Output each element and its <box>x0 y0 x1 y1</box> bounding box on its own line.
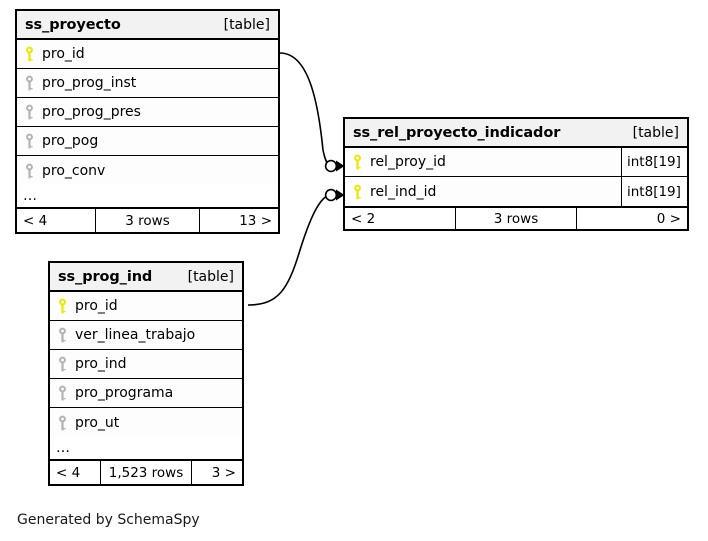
footer-prev-link[interactable]: < 2 <box>351 210 376 227</box>
indexed-key-icon <box>59 327 66 343</box>
relationship-edge-proyecto-rel-proy-id <box>279 52 345 173</box>
column-name-label: rel_proy_id <box>370 154 446 170</box>
indexed-key-icon <box>59 415 66 430</box>
primary-key-icon <box>26 46 33 62</box>
footer-row-count: 3 rows <box>455 208 577 229</box>
column-name-label: pro_pog <box>42 133 99 149</box>
column-name-cell: pro_prog_inst <box>17 69 278 97</box>
column-name-cell: rel_ind_id <box>345 177 621 206</box>
column-name-label: ver_linea_trabajo <box>75 327 196 343</box>
table-type-tag: [table] <box>223 16 270 33</box>
column-name-label: pro_id <box>75 298 118 314</box>
table-row[interactable]: rel_ind_id int8[19] <box>345 177 687 206</box>
column-name-cell: ver_linea_trabajo <box>50 321 242 349</box>
table-header-ss-prog-ind: ss_prog_ind [table] <box>50 263 242 292</box>
column-name-cell: rel_proy_id <box>345 148 621 176</box>
table-node-ss-proyecto[interactable]: ss_proyecto [table] pro_id pro_prog_inst <box>15 9 280 234</box>
table-title: ss_prog_ind <box>58 268 153 285</box>
column-name-cell: pro_ind <box>50 350 242 378</box>
table-node-ss-rel-proyecto-indicador[interactable]: ss_rel_proyecto_indicador [table] rel_pr… <box>343 117 689 231</box>
primary-key-icon <box>354 184 361 199</box>
generated-by-caption: Generated by SchemaSpy <box>17 512 200 528</box>
table-row[interactable]: ver_linea_trabajo <box>50 321 242 350</box>
column-name-label: rel_ind_id <box>370 183 437 200</box>
more-columns-ellipsis[interactable]: … <box>17 185 278 209</box>
column-name-label: pro_ind <box>75 356 127 372</box>
column-name-label: pro_id <box>42 46 85 62</box>
table-footer: < 2 3 rows 0 > <box>345 206 687 229</box>
footer-prev-link[interactable]: < 4 <box>23 212 48 229</box>
column-name-label: pro_ut <box>75 414 120 431</box>
footer-row-count: 1,523 rows <box>100 461 192 484</box>
table-row[interactable]: pro_prog_inst <box>17 69 278 98</box>
table-row[interactable]: pro_id <box>17 40 278 69</box>
table-columns-list: rel_proy_id int8[19] rel_ind_id int8[19] <box>345 148 687 206</box>
column-name-cell: pro_pog <box>17 127 278 155</box>
column-name-cell: pro_prog_pres <box>17 98 278 126</box>
indexed-key-icon <box>26 133 33 149</box>
column-name-label: pro_conv <box>42 162 106 179</box>
table-row[interactable]: pro_programa <box>50 379 242 408</box>
table-header-ss-rel-proyecto-indicador: ss_rel_proyecto_indicador [table] <box>345 119 687 148</box>
footer-next-link[interactable]: 13 > <box>239 212 272 229</box>
footer-next-link[interactable]: 3 > <box>211 464 236 481</box>
footer-prev-link[interactable]: < 4 <box>56 464 81 481</box>
column-name-label: pro_prog_pres <box>42 104 141 120</box>
table-node-ss-prog-ind[interactable]: ss_prog_ind [table] pro_id ver_linea_tra… <box>48 261 244 486</box>
table-title: ss_proyecto <box>25 16 121 33</box>
table-header-ss-proyecto: ss_proyecto [table] <box>17 11 278 40</box>
indexed-key-icon <box>59 385 66 401</box>
table-row[interactable]: pro_pog <box>17 127 278 156</box>
table-columns-list: pro_id ver_linea_trabajo pro_ind <box>50 292 242 437</box>
table-title: ss_rel_proyecto_indicador <box>353 124 561 141</box>
table-footer: < 4 1,523 rows 3 > <box>50 461 242 484</box>
table-row[interactable]: pro_ut <box>50 408 242 437</box>
table-columns-list: pro_id pro_prog_inst pro_prog_pres <box>17 40 278 185</box>
column-name-cell: pro_ut <box>50 408 242 437</box>
column-name-cell: pro_id <box>17 40 278 68</box>
footer-next-link[interactable]: 0 > <box>656 210 681 227</box>
table-type-tag: [table] <box>187 268 234 285</box>
indexed-key-icon <box>26 104 33 120</box>
indexed-key-icon <box>59 356 66 372</box>
table-row[interactable]: pro_id <box>50 292 242 321</box>
column-name-cell: pro_conv <box>17 156 278 185</box>
column-name-label: pro_programa <box>75 385 174 401</box>
column-type-label: int8[19] <box>621 177 687 206</box>
table-footer: < 4 3 rows 13 > <box>17 209 278 232</box>
table-row[interactable]: rel_proy_id int8[19] <box>345 148 687 177</box>
table-row[interactable]: pro_ind <box>50 350 242 379</box>
column-type-label: int8[19] <box>621 148 687 176</box>
column-name-cell: pro_programa <box>50 379 242 407</box>
table-row[interactable]: pro_prog_pres <box>17 98 278 127</box>
primary-key-icon <box>59 298 66 314</box>
more-columns-ellipsis[interactable]: … <box>50 437 242 461</box>
column-name-cell: pro_id <box>50 292 242 320</box>
table-type-tag: [table] <box>632 124 679 141</box>
indexed-key-icon <box>26 75 33 91</box>
primary-key-icon <box>354 154 361 170</box>
footer-row-count: 3 rows <box>95 209 200 232</box>
indexed-key-icon <box>26 163 33 178</box>
column-name-label: pro_prog_inst <box>42 75 137 91</box>
table-row[interactable]: pro_conv <box>17 156 278 185</box>
